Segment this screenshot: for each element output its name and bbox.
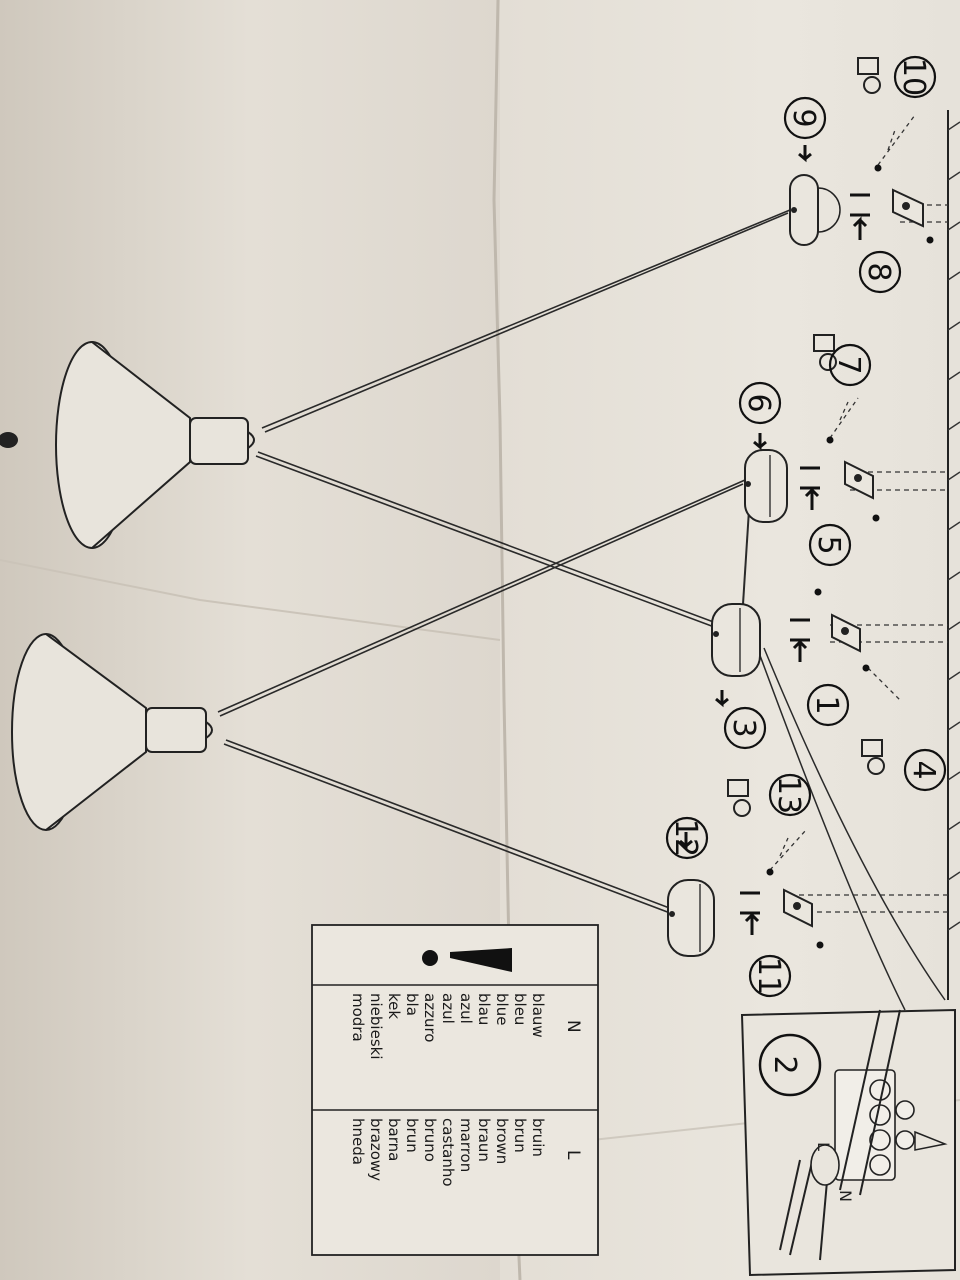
table-cell-l: bruin bbox=[529, 1118, 547, 1157]
step-13-number: 13 bbox=[771, 776, 806, 814]
ceiling-bracket-11 bbox=[783, 888, 813, 928]
table-cell-l: barna bbox=[385, 1118, 403, 1161]
ceiling-strip bbox=[947, 110, 960, 1000]
table-header-l: L bbox=[563, 1150, 583, 1160]
table-cell-l: hneda bbox=[349, 1118, 367, 1165]
table-header-n: N bbox=[563, 1020, 583, 1033]
step-7: 7 bbox=[828, 343, 872, 387]
table-cell-n: blau bbox=[475, 993, 493, 1025]
canopy-9 bbox=[789, 174, 841, 246]
step-9: 9 bbox=[783, 96, 827, 140]
step-5: 5 bbox=[808, 523, 852, 567]
step-13: 13 bbox=[768, 773, 812, 817]
screw-arrows bbox=[679, 145, 870, 935]
table-cell-n: bleu bbox=[511, 993, 529, 1025]
table-cell-n: kek bbox=[385, 993, 403, 1019]
step-8-number: 8 bbox=[861, 262, 896, 281]
table-cell-n: azul bbox=[439, 993, 457, 1024]
step-11: 11 bbox=[748, 954, 792, 998]
table-cell-n: bla bbox=[403, 993, 421, 1016]
step-9-number: 9 bbox=[786, 108, 821, 127]
table-cell-n: azzuro bbox=[421, 993, 439, 1042]
table-cell-l: castanho bbox=[439, 1118, 457, 1187]
table-cell-n: blue bbox=[493, 993, 511, 1025]
screwdriver-icons bbox=[727, 57, 885, 817]
earth-symbol-icon bbox=[810, 1144, 840, 1186]
terminal-block bbox=[834, 1069, 915, 1181]
table-cell-l: marron bbox=[457, 1118, 475, 1172]
exclamation-icon bbox=[422, 948, 512, 972]
step-10-number: 10 bbox=[896, 58, 931, 96]
step-11-number: 11 bbox=[751, 957, 786, 995]
terminal-label-l: L bbox=[814, 1142, 833, 1151]
terminal-label-n: N bbox=[836, 1190, 855, 1202]
canopy-3 bbox=[711, 603, 761, 677]
step-12: 12 bbox=[665, 816, 709, 860]
power-cable bbox=[757, 647, 946, 1011]
step-2-circle bbox=[758, 1033, 822, 1097]
table-cell-n: azul bbox=[457, 993, 475, 1024]
step-8: 8 bbox=[858, 250, 902, 294]
step-4: 4 bbox=[903, 748, 947, 792]
step-2-number: 2 bbox=[767, 1055, 802, 1074]
ceiling-bracket-8 bbox=[892, 188, 924, 228]
table-cell-l: brown bbox=[493, 1118, 511, 1164]
ceiling-bracket-1 bbox=[831, 613, 861, 653]
step-10: 10 bbox=[893, 55, 937, 99]
junction-box-panel: 2 L N bbox=[740, 1008, 956, 1277]
horizontal-crease-left bbox=[0, 559, 501, 641]
step-3: 3 bbox=[723, 706, 767, 750]
table-cell-n: modra bbox=[349, 993, 367, 1042]
step-6-number: 6 bbox=[741, 393, 776, 412]
table-cell-l: brazowy bbox=[367, 1118, 385, 1181]
step-1: 1 bbox=[806, 683, 850, 727]
table-cell-l: braun bbox=[475, 1118, 493, 1162]
lamp-shade-upper bbox=[55, 341, 255, 549]
step-7-number: 7 bbox=[831, 355, 866, 374]
table-cell-l: brun bbox=[403, 1118, 421, 1153]
screwdriver-icon bbox=[914, 1130, 948, 1151]
step-6: 6 bbox=[738, 381, 782, 425]
table-cell-l: bruno bbox=[421, 1118, 439, 1162]
canopy-6 bbox=[744, 449, 788, 523]
screw-dots bbox=[766, 164, 934, 949]
ceiling-bracket-5 bbox=[844, 460, 874, 500]
lamp-shade-lower bbox=[11, 633, 213, 831]
suspension-wires bbox=[217, 209, 791, 917]
step-4-number: 4 bbox=[906, 760, 941, 779]
step-5-number: 5 bbox=[811, 535, 846, 554]
table-cell-l: brun bbox=[511, 1118, 529, 1153]
canopy-12 bbox=[667, 879, 715, 957]
screw-paths bbox=[769, 114, 916, 871]
wire-color-table: N L blauw bleu blue blau azul azul azzur… bbox=[311, 924, 599, 1256]
step-3-number: 3 bbox=[726, 718, 761, 737]
step-12-number: 12 bbox=[668, 819, 703, 857]
step-labels: 10 9 8 7 6 5 1 3 4 13 12 11 bbox=[665, 55, 947, 998]
step-1-number: 1 bbox=[809, 695, 844, 714]
table-cell-n: niebieski bbox=[367, 993, 385, 1060]
table-cell-n: blauw bbox=[529, 993, 547, 1038]
bulb-icon bbox=[0, 432, 18, 448]
